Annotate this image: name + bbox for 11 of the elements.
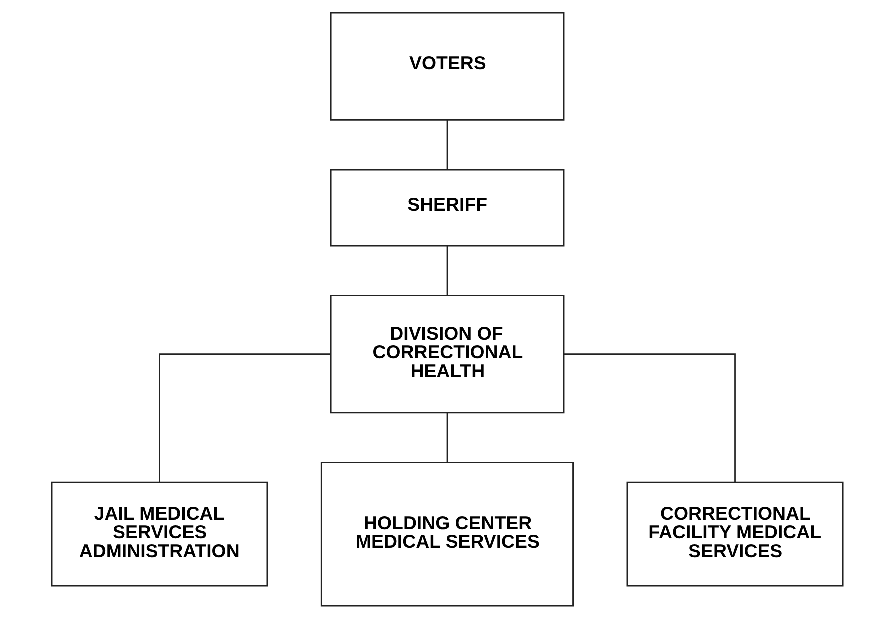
- node-box: SHERIFF: [330, 169, 564, 247]
- node-box: CORRECTIONAL FACILITY MEDICAL SERVICES: [626, 482, 844, 587]
- connector: [564, 354, 736, 482]
- node-box: VOTERS: [330, 12, 564, 121]
- node-box: JAIL MEDICAL SERVICES ADMINISTRATION: [50, 482, 268, 587]
- connector: [446, 246, 448, 296]
- connector: [446, 413, 448, 463]
- node-box: DIVISION OF CORRECTIONAL HEALTH: [330, 295, 564, 414]
- node-box: HOLDING CENTER MEDICAL SERVICES: [320, 462, 574, 607]
- connector: [446, 120, 448, 170]
- connector: [158, 354, 330, 482]
